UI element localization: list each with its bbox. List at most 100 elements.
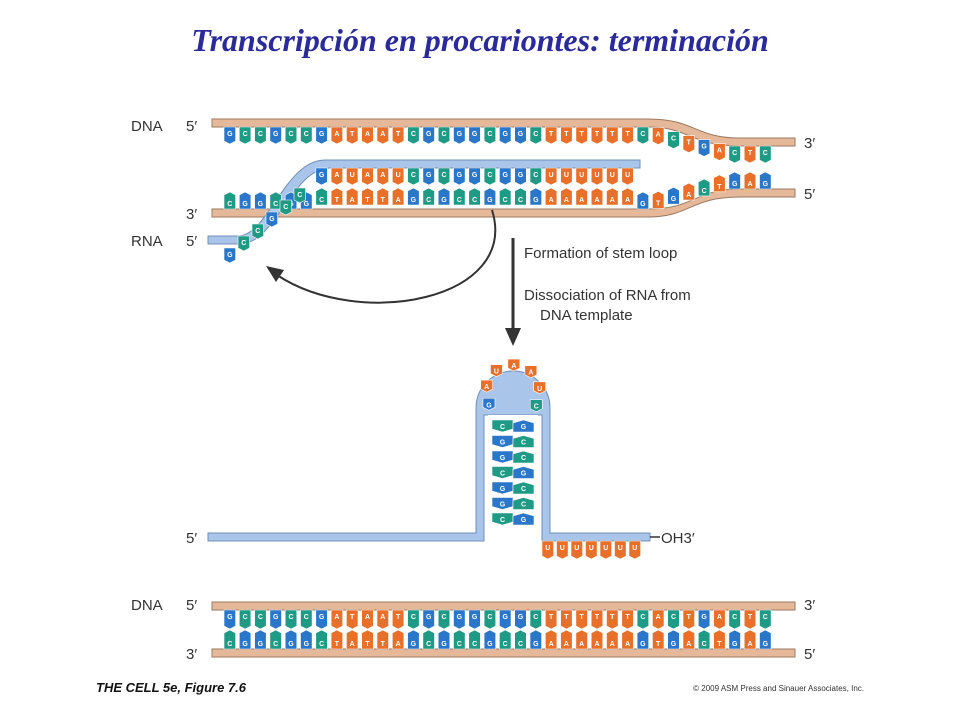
coding-base <box>315 126 328 145</box>
stem-right-base-letter: C <box>521 486 526 493</box>
template-base-letter: A <box>564 197 569 204</box>
bottom-top-base-letter: T <box>549 614 554 621</box>
tail-base-letter: U <box>574 545 579 552</box>
stem-left-base-letter: C <box>500 424 505 431</box>
bottom-bottom-base <box>300 629 313 650</box>
template-base <box>514 187 527 206</box>
bottom-5prime-right: 5′ <box>804 646 815 663</box>
rna-base <box>293 187 306 204</box>
coding-base-letter: T <box>396 131 401 138</box>
template-base <box>254 191 267 210</box>
loop-base <box>524 365 538 379</box>
bottom-bottom-base <box>483 629 497 650</box>
bottom-bottom-base <box>697 629 711 650</box>
coding-base-letter: C <box>304 131 309 138</box>
bottom-top-base-letter: G <box>502 614 508 621</box>
figure-source: THE CELL 5e, Figure 7.6 <box>96 680 247 695</box>
template-base-letter: A <box>625 197 630 204</box>
template-base <box>621 187 634 206</box>
rna-base-letter: G <box>269 216 275 223</box>
rna-base <box>376 167 389 186</box>
bottom-bottom-base <box>606 629 619 650</box>
stem-left-base-letter: G <box>500 486 506 493</box>
template-base-letter: G <box>732 181 738 188</box>
rna-base <box>453 167 466 186</box>
bottom-top-base <box>743 609 757 630</box>
template-base <box>453 187 466 206</box>
bottom-bottom-base <box>269 629 282 650</box>
rna-base-letter: U <box>625 172 630 179</box>
bottom-bottom-base-letter: A <box>625 641 630 648</box>
tail-base-letter: U <box>603 545 608 552</box>
rna-base-letter: G <box>319 172 325 179</box>
rna-base-letter: C <box>297 192 302 199</box>
bottom-top-base-letter: A <box>380 614 385 621</box>
coding-base <box>743 145 757 164</box>
loop-base-letter: A <box>511 363 516 370</box>
slide-title: Transcripción en procariontes: terminaci… <box>191 22 769 58</box>
coding-base <box>514 126 527 145</box>
bottom-top-base-letter: C <box>533 614 538 621</box>
template-base <box>376 187 389 206</box>
bottom-bottom-base-letter: G <box>533 641 539 648</box>
loop-base <box>480 379 493 393</box>
bottom-top-base <box>407 609 420 630</box>
template-base <box>544 187 558 206</box>
coding-base <box>422 126 435 145</box>
copyright-notice: © 2009 ASM Press and Sinauer Associates,… <box>693 684 864 693</box>
template-base <box>315 187 328 206</box>
rna-base <box>499 167 512 186</box>
coding-base <box>468 126 481 145</box>
stem-left-base-letter: C <box>500 517 505 524</box>
bottom-bottom-backbone <box>211 648 796 658</box>
bottom-top-base <box>422 609 435 630</box>
rna-base <box>223 247 236 264</box>
template-base-letter: G <box>487 197 493 204</box>
template-base <box>743 171 757 190</box>
template-base-letter: C <box>319 197 324 204</box>
loop-base <box>482 397 496 411</box>
bottom-bottom-base <box>346 629 359 650</box>
bottom-top-base <box>361 609 374 630</box>
bottom-top-base-letter: G <box>518 614 524 621</box>
template-base <box>223 191 236 210</box>
bottom-top-base-letter: T <box>350 614 355 621</box>
stem-left-base <box>491 450 514 464</box>
template-5prime-right: 5′ <box>804 186 815 203</box>
bottom-bottom-base-letter: G <box>242 641 248 648</box>
stem-right-base <box>512 419 535 433</box>
bottom-3prime-right: 3′ <box>804 597 815 614</box>
bottom-bottom-base-letter: C <box>457 641 462 648</box>
coding-base-letter: G <box>227 131 233 138</box>
template-base-letter: C <box>472 197 477 204</box>
bottom-top-base-letter: T <box>625 614 630 621</box>
bottom-bottom-base <box>453 629 466 650</box>
bottom-bottom-base-letter: C <box>319 641 324 648</box>
bottom-bottom-base <box>590 629 604 650</box>
rna-base-letter: A <box>380 172 385 179</box>
coding-base <box>667 131 680 149</box>
template-base <box>468 187 481 206</box>
top-template-backbone <box>211 188 796 218</box>
bottom-top-base-letter: C <box>243 614 248 621</box>
template-base <box>636 191 650 210</box>
template-base <box>606 187 619 206</box>
bottom-top-base-letter: A <box>334 614 339 621</box>
rna-base <box>483 167 497 186</box>
rna-base-letter: G <box>457 172 463 179</box>
top-dna-3prime-right: 3′ <box>804 135 815 152</box>
bottom-bottom-base <box>376 629 389 650</box>
bottom-bottom-base-letter: T <box>335 641 340 648</box>
rna-base-letter: A <box>365 172 370 179</box>
curved-arrow <box>276 209 496 304</box>
bottom-bottom-base <box>437 629 451 650</box>
stem-right-base-letter: G <box>521 517 527 524</box>
template-base <box>499 187 512 206</box>
bottom-top-base-letter: G <box>227 614 233 621</box>
bottom-bottom-base <box>621 629 634 650</box>
rna-base-letter: A <box>334 172 339 179</box>
bottom-bottom-base-letter: G <box>487 641 493 648</box>
coding-base-letter: T <box>748 150 753 157</box>
bottom-bottom-base-letter: G <box>732 641 738 648</box>
coding-base-letter: G <box>472 131 478 138</box>
